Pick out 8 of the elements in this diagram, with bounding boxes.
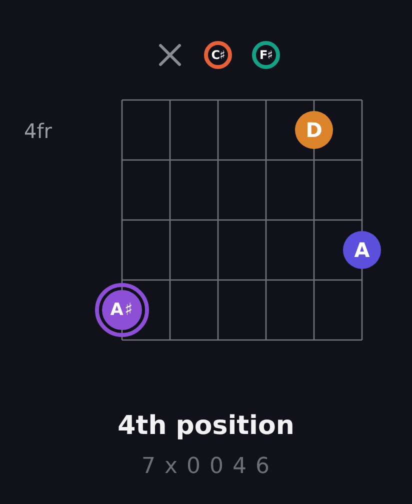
note-dot: A	[343, 231, 381, 269]
open-string-ring: C♯	[204, 41, 232, 69]
note-dot: D	[295, 111, 333, 149]
root-note-dot: A♯	[95, 283, 149, 337]
open-string-ring: F♯	[252, 41, 280, 69]
fret-numbers: 7 x 0 0 4 6	[142, 454, 270, 480]
fret-number: 4fr	[24, 119, 52, 143]
chord-title: 4th position	[118, 412, 294, 442]
